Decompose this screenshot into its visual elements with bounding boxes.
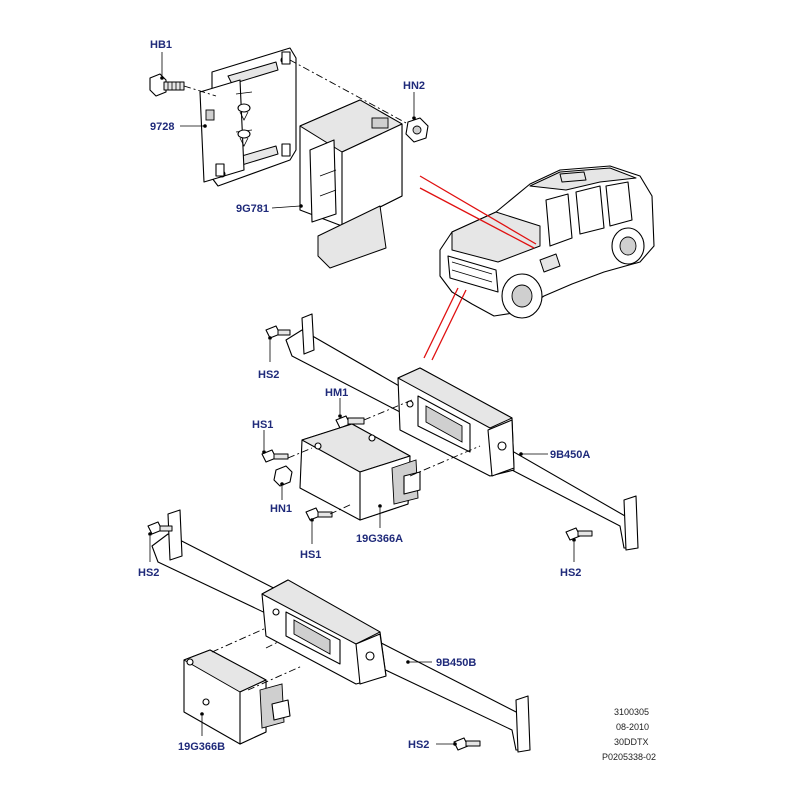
- callout-hs2-bottom: HS2: [408, 739, 429, 751]
- vehicle-illustration: [439, 165, 655, 319]
- callout-hs2-right: HS2: [560, 567, 581, 579]
- module-9g781: [299, 99, 403, 269]
- bolt-hs2-left: [147, 521, 173, 535]
- bracket-studs: [215, 51, 291, 177]
- bolt-hb1: [149, 73, 185, 97]
- reference-line-3: 30DDTX: [614, 737, 649, 747]
- callout-9728: 9728: [150, 121, 174, 133]
- red-pointer-line-3: [423, 287, 459, 359]
- reference-line-4: P0205338-02: [602, 752, 656, 762]
- bolt-hs1-upper: [261, 449, 289, 463]
- sensor-19g366a: [299, 423, 421, 521]
- callout-hb1: HB1: [150, 39, 172, 51]
- bolt-hs1-lower: [305, 507, 333, 521]
- bolt-hs2-right: [565, 527, 593, 541]
- red-pointer-line-1: [419, 175, 537, 245]
- nut-hn2: [405, 117, 429, 143]
- leader-lines: [148, 52, 576, 746]
- red-pointer-line-2: [419, 187, 535, 249]
- callout-19g366a: 19G366A: [356, 533, 403, 545]
- sensor-19g366b: [183, 649, 291, 745]
- callout-hs2-left: HS2: [138, 567, 159, 579]
- callout-19g366b: 19G366B: [178, 741, 225, 753]
- callout-hs1-lower: HS1: [300, 549, 321, 561]
- red-pointer-line-4: [431, 289, 467, 361]
- callout-hm1: HM1: [325, 387, 348, 399]
- callout-hn2: HN2: [403, 80, 425, 92]
- bracket-9b450a: [285, 313, 639, 551]
- reference-line-2: 08-2010: [616, 722, 649, 732]
- callout-9g781: 9G781: [236, 203, 269, 215]
- reference-line-1: 3100305: [614, 707, 649, 717]
- bolt-hs2-top: [265, 325, 291, 339]
- callout-hn1: HN1: [270, 503, 292, 515]
- reference-block: 3100305 08-2010 30DDTX P0205338-02: [602, 707, 656, 762]
- bolt-hm1: [335, 415, 365, 429]
- bracket-9b450b: [151, 509, 531, 753]
- callout-hs2-top: HS2: [258, 369, 279, 381]
- nut-hn1: [273, 465, 293, 487]
- bolt-hs2-bottom: [453, 737, 481, 751]
- callout-9b450b: 9B450B: [436, 657, 476, 669]
- mounting-bracket-9728: [199, 47, 297, 187]
- callout-9b450a: 9B450A: [550, 449, 590, 461]
- callout-hs1-upper: HS1: [252, 419, 273, 431]
